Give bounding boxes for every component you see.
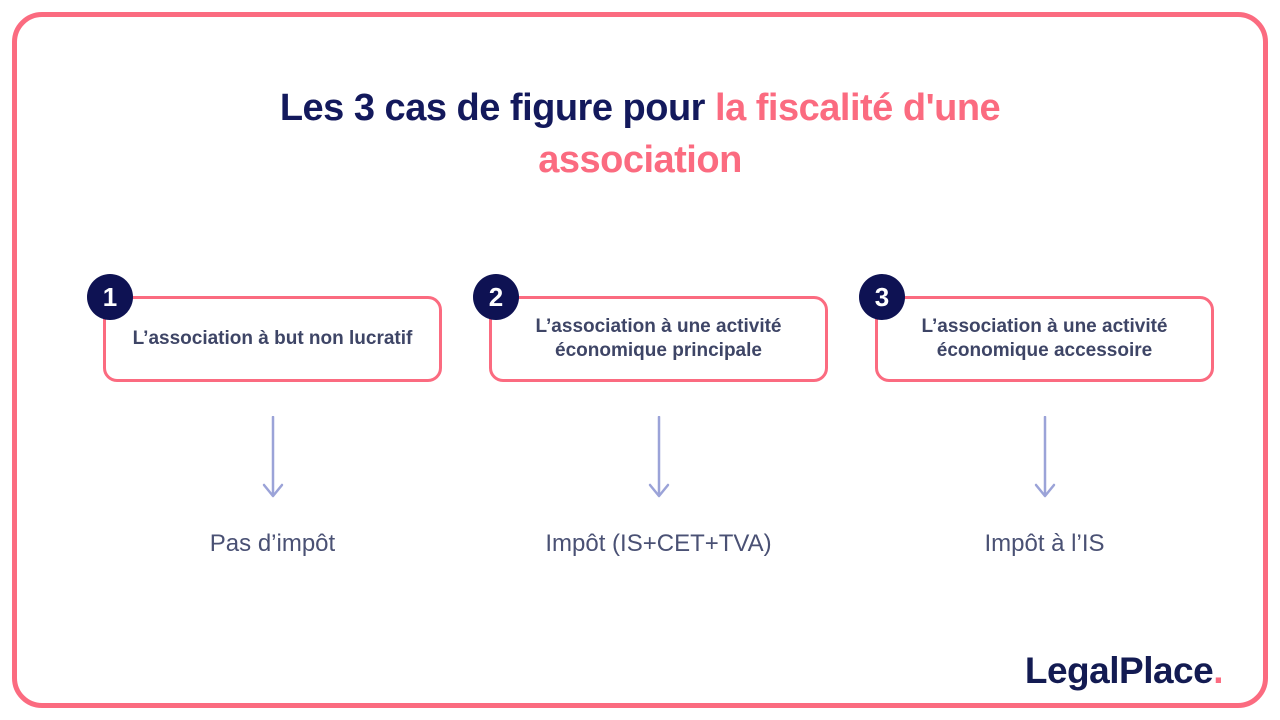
down-arrow-icon xyxy=(648,416,669,498)
case-column-1: 1 L’association à but non lucratif Pas d… xyxy=(87,274,442,558)
case-column-2: 2 L’association à une activité économiqu… xyxy=(473,274,828,558)
title-pink-part: la fiscalité d'une association xyxy=(538,87,1001,181)
case-box-3: 3 L’association à une activité économiqu… xyxy=(859,274,1214,382)
case-result-label: Impôt à l’IS xyxy=(984,530,1105,557)
case-box-1: 1 L’association à but non lucratif xyxy=(87,274,442,382)
case-box-label: L’association à une activité économique … xyxy=(921,316,1168,361)
case-result-label: Impôt (IS+CET+TVA) xyxy=(545,530,772,557)
case-box-2: 2 L’association à une activité économiqu… xyxy=(473,274,828,382)
legalplace-logo: LegalPlace. xyxy=(1024,650,1224,692)
logo-text: LegalPlace xyxy=(1024,650,1214,691)
case-box-label: L’association à une activité économique … xyxy=(535,316,782,361)
down-arrow-icon xyxy=(262,416,283,498)
logo-dot: . xyxy=(1213,650,1223,691)
down-arrow-icon xyxy=(1034,416,1055,498)
case-column-3: 3 L’association à une activité économiqu… xyxy=(859,274,1214,558)
case-result-label: Pas d’impôt xyxy=(209,530,336,557)
cases-row: 1 L’association à but non lucratif Pas d… xyxy=(87,274,1214,558)
case-number-badge: 3 xyxy=(859,274,905,320)
title-navy-part: Les 3 cas de figure pour xyxy=(279,87,706,129)
case-number-badge: 2 xyxy=(473,274,519,320)
page-title: Les 3 cas de figure pour la fiscalité d'… xyxy=(180,82,1100,186)
case-box-label: L’association à but non lucratif xyxy=(132,328,413,349)
case-number-badge: 1 xyxy=(87,274,133,320)
